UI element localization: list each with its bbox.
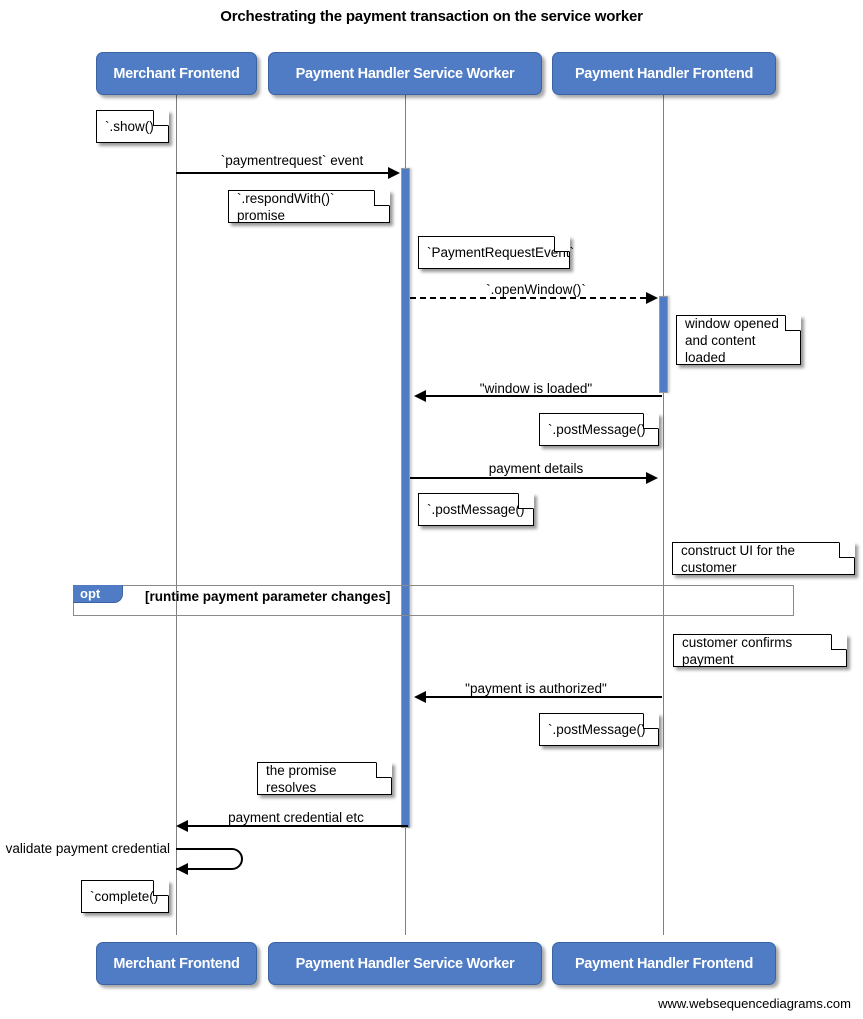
note-text: `.postMessage()` — [427, 502, 530, 517]
lifeline-payment-handler-frontend — [663, 95, 664, 935]
participant-payment-handler-service-worker-top[interactable]: Payment Handler Service Worker — [268, 52, 542, 95]
arrow-head-left-icon — [414, 691, 426, 703]
message-line-window-is-loaded — [426, 395, 662, 397]
note-text: `.respondWith()` promise — [237, 190, 335, 223]
fragment-opt-tab: opt — [73, 585, 123, 603]
note-postmessage-2: `.postMessage()` — [418, 493, 534, 526]
note-paymentrequestevent: `PaymentRequestEvent` — [418, 236, 574, 269]
message-label-paymentrequest-event: `paymentrequest` event — [220, 153, 364, 168]
note-postmessage-3: `.postMessage()` — [539, 713, 659, 746]
note-text: `.postMessage()` — [548, 722, 651, 737]
note-the-promise-resolves: the promise resolves — [257, 762, 392, 795]
message-label-payment-details: payment details — [488, 461, 584, 476]
message-label-payment-credential-etc: payment credential etc — [228, 810, 364, 825]
message-line-paymentrequest-event — [176, 172, 396, 174]
activation-bar-service-worker — [401, 168, 410, 828]
lifeline-merchant-frontend — [176, 95, 177, 935]
activation-bar-payment-handler-frontend — [659, 296, 668, 393]
self-call-loop-validate-payment-credential — [176, 848, 243, 870]
message-label-window-is-loaded: "window is loaded" — [479, 381, 593, 396]
fragment-operator-label: opt — [80, 586, 101, 601]
participant-label: Merchant Frontend — [113, 955, 240, 972]
fragment-opt-condition: [runtime payment parameter changes] — [145, 589, 391, 604]
note-text: `PaymentRequestEvent` — [427, 245, 575, 260]
message-line-payment-is-authorized — [426, 696, 662, 698]
participant-payment-handler-frontend-top[interactable]: Payment Handler Frontend — [552, 52, 776, 95]
participant-payment-handler-frontend-bottom[interactable]: Payment Handler Frontend — [552, 942, 776, 985]
arrow-head-right-icon — [646, 472, 658, 484]
note-text: `.show()` — [105, 119, 159, 134]
message-line-payment-details — [410, 477, 646, 479]
participant-label: Payment Handler Frontend — [574, 65, 754, 82]
participant-label: Payment Handler Service Worker — [295, 955, 515, 972]
note-window-opened-and-content-loaded: window opened and content loaded — [676, 315, 801, 365]
message-label-payment-is-authorized: "payment is authorized" — [465, 681, 607, 696]
arrow-head-left-icon — [414, 390, 426, 402]
note-customer-confirms-payment: customer confirms payment — [673, 634, 847, 667]
note-text: construct UI for the customer — [681, 542, 796, 575]
participant-label: Merchant Frontend — [113, 65, 240, 82]
note-respondwith-promise: `.respondWith()` promise — [228, 190, 390, 223]
arrow-head-left-icon — [176, 863, 188, 875]
arrow-head-left-icon — [176, 820, 188, 832]
footer-url: www.websequencediagrams.com — [658, 996, 851, 1011]
note-postmessage-1: `.postMessage()` — [539, 413, 659, 446]
message-line-openwindow — [410, 297, 646, 299]
note-construct-ui-for-the-customer: construct UI for the customer — [672, 542, 855, 575]
participant-merchant-frontend-top[interactable]: Merchant Frontend — [96, 52, 257, 95]
participant-label: Payment Handler Service Worker — [295, 65, 515, 82]
message-line-payment-credential-etc — [188, 825, 408, 827]
participant-label: Payment Handler Frontend — [574, 955, 754, 972]
note-text: window opened and content loaded — [685, 315, 779, 365]
arrow-head-right-icon — [646, 292, 658, 304]
note-show: `.show()` — [96, 110, 169, 143]
participant-merchant-frontend-bottom[interactable]: Merchant Frontend — [96, 942, 257, 985]
note-text: the promise resolves — [266, 762, 337, 795]
note-text: `complete()` — [90, 889, 163, 904]
note-text: `.postMessage()` — [548, 422, 651, 437]
note-text: customer confirms payment — [682, 634, 793, 667]
arrow-head-right-icon — [388, 167, 400, 179]
diagram-title: Orchestrating the payment transaction on… — [220, 8, 643, 25]
message-label-openwindow: `.openWindow()` — [486, 282, 586, 297]
participant-payment-handler-service-worker-bottom[interactable]: Payment Handler Service Worker — [268, 942, 542, 985]
message-label-validate-payment-credential: validate payment credential — [5, 841, 170, 856]
note-complete: `complete()` — [81, 880, 169, 913]
